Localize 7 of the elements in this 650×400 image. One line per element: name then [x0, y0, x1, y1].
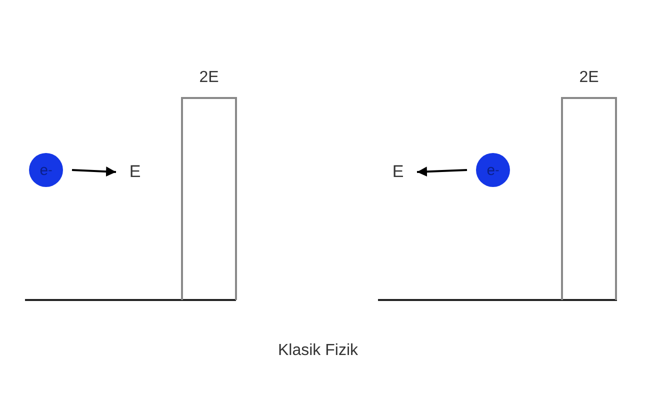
- energy-label: E: [124, 160, 146, 184]
- arrow: [416, 166, 468, 177]
- energy-label: E: [387, 160, 409, 184]
- barrier-height-label: 2E: [578, 68, 600, 88]
- arrow: [72, 166, 116, 177]
- caption: Klasik Fizik: [276, 342, 359, 360]
- barrier-height-label: 2E: [198, 68, 220, 88]
